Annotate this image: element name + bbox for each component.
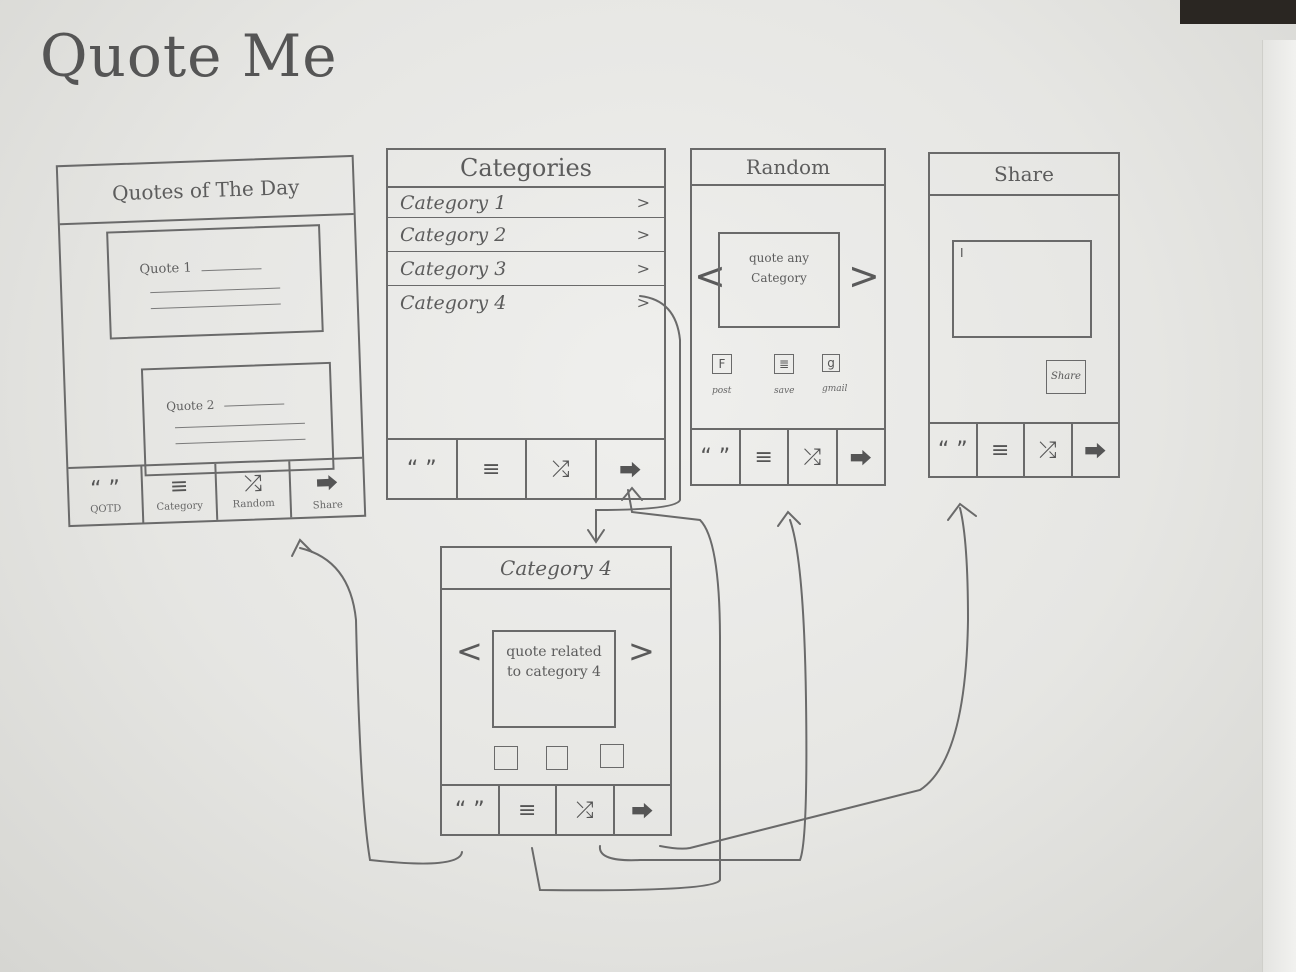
screen-categories: Categories Category 1 > Category 2 > Cat… <box>386 148 666 500</box>
screen-category4: Category 4 < > quote related to category… <box>440 546 672 836</box>
nav-qotd-tab[interactable]: “ ” <box>692 430 741 484</box>
category-1-label: Category 1 <box>400 192 507 214</box>
sketch-title: Quote Me <box>40 22 338 90</box>
flow-line-to-qotd <box>299 547 463 865</box>
save-icon[interactable] <box>546 746 568 770</box>
screen-random: Random < > quote any Category F ≣ g post… <box>690 148 886 486</box>
flow-line-category4 <box>595 295 681 541</box>
share-icon: ⮕ <box>1084 440 1107 465</box>
list-icon: ≡ <box>518 797 537 823</box>
share-text-area[interactable]: I <box>952 240 1092 338</box>
quote-icon: “ ” <box>700 444 731 470</box>
random-header-text: Random <box>745 155 831 179</box>
category-2-label: Category 2 <box>400 224 507 246</box>
post-icon-glyph: F <box>718 357 726 371</box>
category-row-1[interactable]: Category 1 > <box>388 188 664 218</box>
gmail-label: gmail <box>822 384 848 394</box>
text-cursor-icon: I <box>960 246 964 260</box>
categories-bottom-nav: “ ” ≡ ⤮ ⮕ <box>388 438 664 498</box>
nav-random-tab[interactable]: ⤮ <box>1025 424 1073 476</box>
share-bottom-nav: “ ” ≡ ⤮ ⮕ <box>930 422 1118 476</box>
nav-qotd-tab[interactable]: “ ” <box>930 424 978 476</box>
shuffle-icon: ⤮ <box>575 797 594 823</box>
flow-arrowhead <box>947 502 977 521</box>
list-icon: ≡ <box>991 437 1010 463</box>
category4-header: Category 4 <box>442 548 670 590</box>
nav-share-tab[interactable]: ⮕ <box>615 786 671 834</box>
share-header: Share <box>930 154 1118 196</box>
shuffle-icon: ⤮ <box>551 456 570 482</box>
save-icon-glyph: ≣ <box>778 357 790 371</box>
post-label: post <box>712 386 732 396</box>
gmail-icon[interactable] <box>600 744 624 768</box>
nav-share-tab[interactable]: ⮕ <box>597 440 665 498</box>
chevron-right-icon: > <box>636 259 650 278</box>
list-icon: ≡ <box>482 456 501 482</box>
category4-bottom-nav: “ ” ≡ ⤮ ⮕ <box>442 784 670 834</box>
prev-arrow-icon[interactable]: < <box>694 254 726 298</box>
nav-share-tab[interactable]: ⮕ <box>1073 424 1119 476</box>
categories-header: Categories <box>388 150 664 188</box>
flow-arrowhead <box>621 486 643 501</box>
category4-header-text: Category 4 <box>500 556 612 580</box>
flow-line-to-random <box>598 519 808 862</box>
nav-category-tab[interactable]: ≡ <box>741 430 789 484</box>
nav-category-tab[interactable]: ≡ <box>978 424 1025 476</box>
nav-random-tab[interactable]: ⤮ <box>789 430 838 484</box>
post-icon[interactable] <box>494 746 518 770</box>
nav-category-tab[interactable]: ≡ <box>458 440 527 498</box>
category4-quote-card: quote related to category 4 <box>492 630 616 728</box>
quote-icon: “ ” <box>406 456 437 482</box>
quote-icon: “ ” <box>454 797 485 823</box>
share-icon: ⮕ <box>619 459 642 484</box>
flow-arrowhead <box>587 529 605 544</box>
prev-arrow-icon[interactable]: < <box>456 632 483 670</box>
share-button[interactable]: Share <box>1046 360 1086 394</box>
flow-arrowhead <box>291 538 313 557</box>
flow-arrowhead <box>777 510 801 527</box>
gmail-icon-glyph: g <box>827 356 835 370</box>
save-icon[interactable]: ≣ <box>774 354 794 374</box>
flow-line-to-share <box>659 507 970 850</box>
share-header-text: Share <box>994 162 1054 186</box>
quote-icon: “ ” <box>937 437 968 463</box>
share-icon: ⮕ <box>849 447 872 472</box>
category4-quote-text: quote related to category 4 <box>506 644 602 680</box>
desk-background <box>1180 0 1296 24</box>
list-icon: ≡ <box>754 444 773 470</box>
category-4-label: Category 4 <box>400 292 507 314</box>
chevron-right-icon: > <box>636 225 650 244</box>
categories-header-text: Categories <box>460 154 592 182</box>
random-header: Random <box>692 150 884 186</box>
gmail-icon[interactable]: g <box>822 354 840 372</box>
random-quote-card: quote any Category <box>718 232 840 328</box>
category-3-label: Category 3 <box>400 258 507 280</box>
category-row-2[interactable]: Category 2 > <box>388 218 664 252</box>
nav-qotd-tab[interactable]: “ ” <box>442 786 500 834</box>
random-bottom-nav: “ ” ≡ ⤮ ⮕ <box>692 428 884 484</box>
nav-category-tab[interactable]: ≡ <box>500 786 557 834</box>
next-arrow-icon[interactable]: > <box>628 632 655 670</box>
paper-stack-edge <box>1262 40 1296 972</box>
nav-random-tab[interactable]: ⤮ <box>557 786 615 834</box>
category-row-3[interactable]: Category 3 > <box>388 252 664 286</box>
nav-random-tab[interactable]: ⤮ <box>527 440 597 498</box>
shuffle-icon: ⤮ <box>1038 437 1057 463</box>
nav-share-tab[interactable]: ⮕ <box>838 430 885 484</box>
save-label: save <box>774 386 795 396</box>
shuffle-icon: ⤮ <box>803 444 822 470</box>
screen-share: Share I Share “ ” ≡ ⤮ ⮕ <box>928 152 1120 478</box>
post-icon[interactable]: F <box>712 354 732 374</box>
random-quote-text: quote any Category <box>748 251 810 285</box>
share-icon: ⮕ <box>631 800 654 825</box>
flow-line-back-to-categories <box>531 489 721 892</box>
chevron-right-icon: > <box>636 193 650 212</box>
next-arrow-icon[interactable]: > <box>848 254 880 298</box>
share-button-label: Share <box>1051 371 1081 382</box>
nav-qotd-tab[interactable]: “ ” <box>388 440 458 498</box>
